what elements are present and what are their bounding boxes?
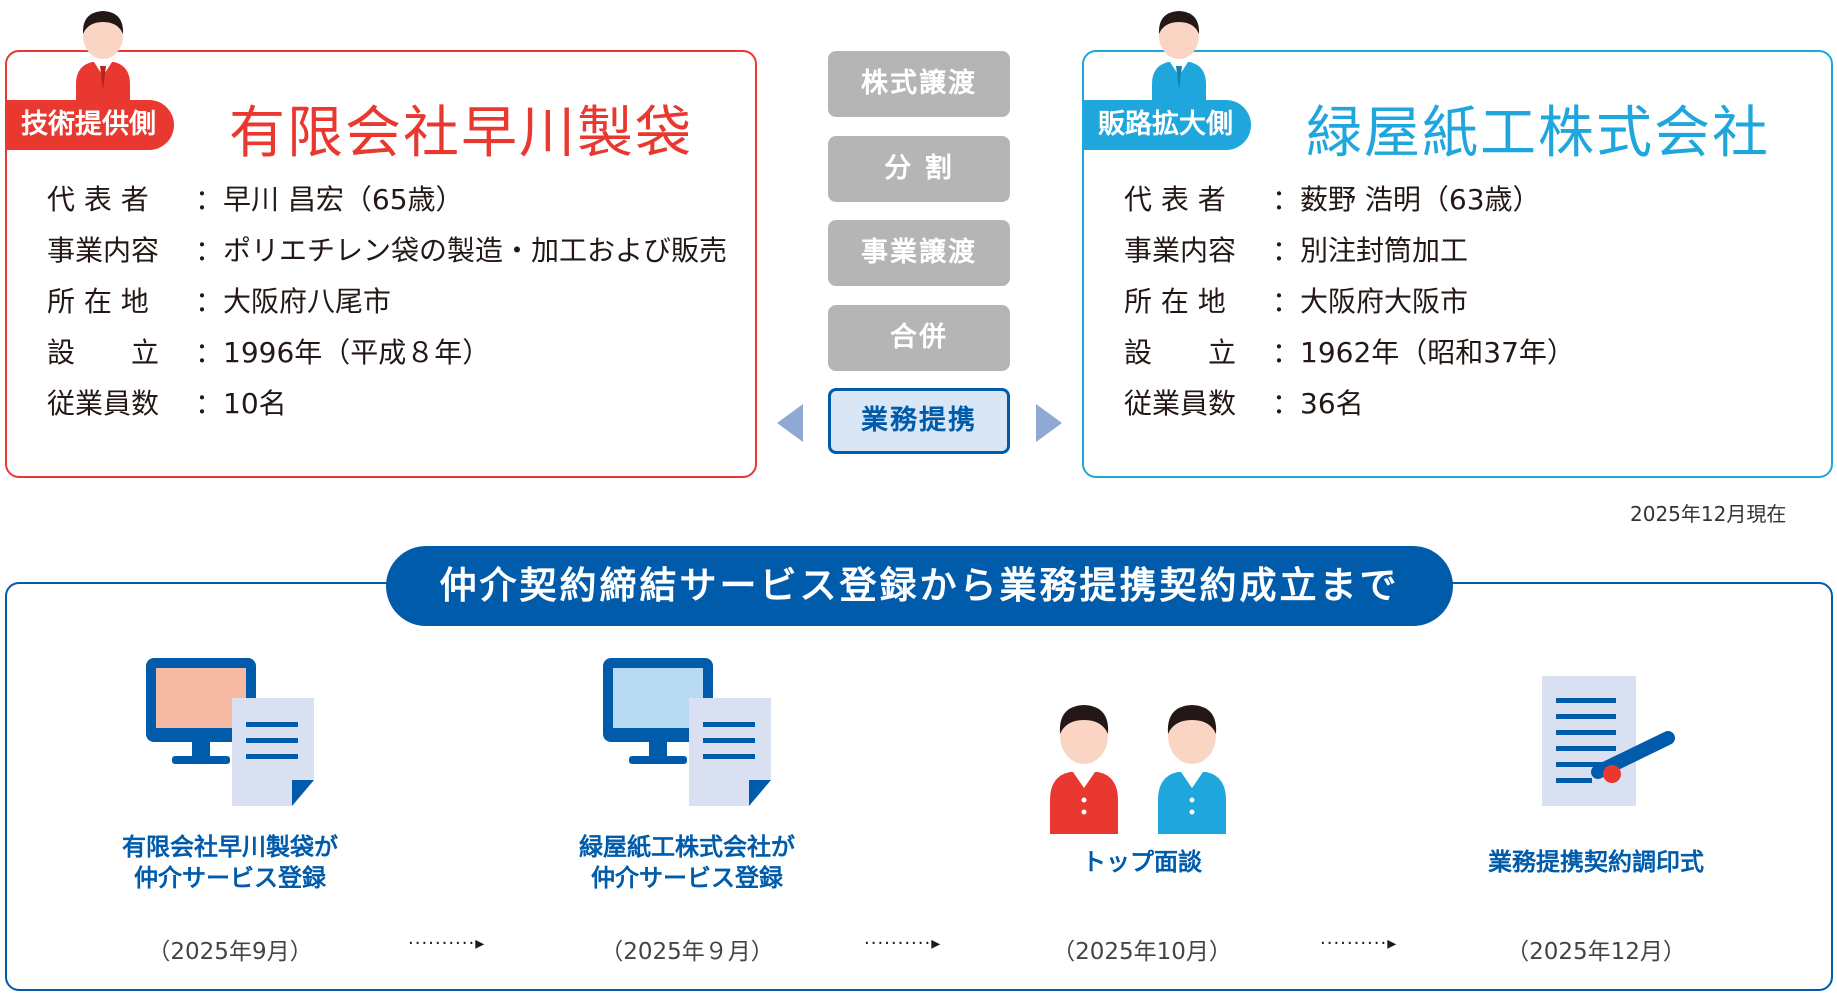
info-value: 1996年（平成８年）: [223, 335, 491, 369]
process-title: 仲介契約締結サービス登録から業務提携契約成立まで: [386, 546, 1453, 626]
right-company-card: 販路拡大側 緑屋紙工株式会社 代 表 者：薮野 浩明（63歳） 事業内容：別注封…: [1082, 50, 1833, 478]
info-separator: ：: [195, 182, 224, 216]
info-value: 別注封筒加工: [1300, 233, 1469, 267]
info-value: 早川 昌宏（65歳）: [223, 182, 464, 216]
info-separator: ：: [1272, 182, 1301, 216]
scheme-merger-button[interactable]: 合併: [828, 305, 1010, 371]
scheme-business-transfer-button[interactable]: 事業譲渡: [828, 220, 1010, 286]
info-label: 事業内容: [1124, 233, 1237, 267]
info-label: 代 表 者: [1124, 182, 1226, 216]
info-row: 代 表 者 ：薮野 浩明（63歳）: [1124, 172, 1575, 223]
step-2-label: 緑屋紙工株式会社が 仲介サービス登録: [557, 832, 817, 894]
computer-document-icon: [146, 658, 314, 806]
info-value: 薮野 浩明（63歳）: [1300, 182, 1541, 216]
info-row: 従業員数 ：10名: [47, 376, 727, 427]
dotted-arrow-icon: ··········▸: [864, 933, 942, 954]
info-row: 従業員数 ：36名: [1124, 376, 1575, 427]
info-row: 所 在 地 ：大阪府八尾市: [47, 274, 727, 325]
info-value: 大阪府大阪市: [1300, 284, 1469, 318]
info-value: 1962年（昭和37年）: [1300, 335, 1575, 369]
right-role-tag: 販路拡大側: [1082, 100, 1251, 150]
step-1-label-line: 仲介サービス登録: [134, 864, 326, 892]
step-2-label-line: 緑屋紙工株式会社が: [579, 833, 795, 861]
right-company-name: 緑屋紙工株式会社: [1306, 101, 1770, 166]
info-label: 設 立: [47, 335, 160, 369]
computer-document-icon: [603, 658, 771, 806]
right-company-info: 代 表 者：薮野 浩明（63歳） 事業内容：別注封筒加工 所 在 地：大阪府大阪…: [1124, 172, 1575, 427]
info-separator: ：: [195, 386, 224, 420]
info-row: 所 在 地 ：大阪府大阪市: [1124, 274, 1575, 325]
info-separator: ：: [1272, 233, 1301, 267]
dotted-arrow-icon: ··········▸: [408, 933, 486, 954]
info-separator: ：: [195, 284, 224, 318]
step-3-date: （2025年10月）: [1052, 939, 1232, 965]
info-separator: ：: [1272, 284, 1301, 318]
left-role-tag: 技術提供側: [5, 100, 174, 150]
info-row: 設 立 ：1996年（平成８年）: [47, 325, 727, 376]
person-red-icon: [76, 11, 130, 104]
info-label: 従業員数: [47, 386, 160, 420]
step-1-label-line: 有限会社早川製袋が: [122, 833, 338, 861]
scheme-business-alliance-button[interactable]: 業務提携: [828, 388, 1010, 454]
info-label: 代 表 者: [47, 182, 149, 216]
dotted-arrow-icon: ··········▸: [1320, 933, 1398, 954]
info-value: 大阪府八尾市: [223, 284, 392, 318]
info-label: 所 在 地: [47, 284, 149, 318]
info-separator: ：: [195, 335, 224, 369]
step-3-label-line: トップ面談: [1082, 848, 1202, 876]
left-company-card: 技術提供側 有限会社早川製袋 代 表 者：早川 昌宏（65歳） 事業内容：ポリエ…: [5, 50, 757, 478]
step-2-date: （2025年９月）: [600, 939, 774, 965]
info-value: ポリエチレン袋の製造・加工および販売: [223, 233, 728, 267]
info-separator: ：: [195, 233, 224, 267]
scheme-stock-transfer-button[interactable]: 株式譲渡: [828, 51, 1010, 117]
arrow-left-icon: [777, 404, 803, 442]
contract-pen-icon: [1542, 676, 1675, 806]
step-1-date: （2025年9月）: [147, 939, 313, 965]
info-row: 事業内容 ：ポリエチレン袋の製造・加工および販売: [47, 223, 727, 274]
step-4-date: （2025年12月）: [1506, 939, 1686, 965]
info-row: 事業内容 ：別注封筒加工: [1124, 223, 1575, 274]
info-value: 36名: [1300, 386, 1364, 420]
info-value: 10名: [223, 386, 287, 420]
info-separator: ：: [1272, 386, 1301, 420]
two-people-icon: [1050, 705, 1226, 834]
person-blue-icon: [1152, 11, 1206, 104]
info-row: 設 立 ：1962年（昭和37年）: [1124, 325, 1575, 376]
left-company-name: 有限会社早川製袋: [229, 101, 693, 166]
scheme-split-button[interactable]: 分 割: [828, 136, 1010, 202]
info-label: 所 在 地: [1124, 284, 1226, 318]
step-1-label: 有限会社早川製袋が 仲介サービス登録: [100, 832, 360, 894]
info-separator: ：: [1272, 335, 1301, 369]
step-4-label-line: 業務提携契約調印式: [1488, 848, 1704, 876]
step-3-label: トップ面談: [1012, 847, 1272, 878]
arrow-right-icon: [1036, 404, 1062, 442]
info-label: 従業員数: [1124, 386, 1237, 420]
left-company-info: 代 表 者：早川 昌宏（65歳） 事業内容：ポリエチレン袋の製造・加工および販売…: [47, 172, 727, 427]
step-2-label-line: 仲介サービス登録: [591, 864, 783, 892]
info-row: 代 表 者 ：早川 昌宏（65歳）: [47, 172, 727, 223]
as-of-date: 2025年12月現在: [1630, 502, 1787, 526]
info-label: 設 立: [1124, 335, 1237, 369]
step-4-label: 業務提携契約調印式: [1466, 847, 1726, 878]
info-label: 事業内容: [47, 233, 160, 267]
